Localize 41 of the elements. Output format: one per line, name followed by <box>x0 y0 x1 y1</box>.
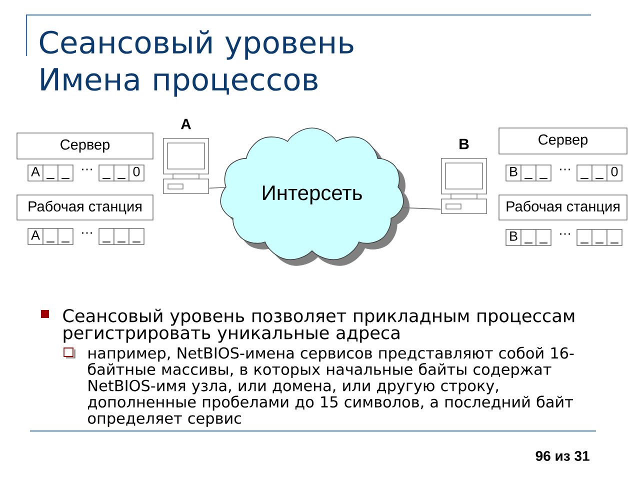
ellipsis: … <box>560 233 570 235</box>
byte-cell: _ <box>592 229 608 246</box>
host-letter: B <box>460 138 469 150</box>
label-box: Рабочая станция <box>16 194 154 220</box>
byte-cell: _ <box>520 164 536 182</box>
bullet-text: Сеансовый уровень позволяет прикладным процессам регистрировать уникальные адреса <box>63 308 574 343</box>
ellipsis: … <box>560 168 570 170</box>
computer <box>163 138 209 194</box>
byte-cell: _ <box>536 229 552 246</box>
byte-cell: B <box>506 164 522 182</box>
label-box: Сервер <box>16 132 154 160</box>
connector-line <box>208 187 226 189</box>
byte-cell: _ <box>98 228 114 245</box>
page-number: 96 из 31 <box>536 451 590 461</box>
byte-cell: _ <box>114 228 130 245</box>
byte-cell: _ <box>128 228 144 245</box>
byte-cell: A <box>28 228 44 245</box>
byte-cell: _ <box>58 164 74 182</box>
byte-cell: _ <box>42 228 58 245</box>
byte-cell: 0 <box>128 164 144 182</box>
byte-cell: _ <box>576 229 592 246</box>
byte-cell: _ <box>114 164 130 182</box>
byte-cell: _ <box>576 164 592 182</box>
byte-cell: B <box>506 229 522 246</box>
byte-cell: 0 <box>606 164 622 182</box>
byte-cell: _ <box>536 164 552 182</box>
label-box: Рабочая станция <box>498 194 628 220</box>
byte-cell: _ <box>42 164 58 182</box>
sub-bullet-text: например, NetBIOS-имена сервисов представляют собой 16-байтные массивы, в которых начальные байты содержат NetBIOS-имя узла, или домена, или другую строку, дополненные пробелами до 15 символов, а последний байт определяет сервис <box>88 346 574 427</box>
byte-cell: _ <box>520 229 536 246</box>
byte-cell: _ <box>58 228 74 245</box>
byte-cell: _ <box>98 164 114 182</box>
byte-cell: A <box>28 164 44 182</box>
ellipsis: … <box>82 168 92 170</box>
host-letter: A <box>180 118 192 130</box>
byte-cell: _ <box>592 164 608 182</box>
byte-cell: _ <box>606 229 622 246</box>
computer <box>441 158 487 214</box>
cloud: Интерсеть <box>220 128 410 266</box>
label-box: Сервер <box>498 128 628 154</box>
title: Сеансовый уровень Имена процессов <box>40 30 354 97</box>
